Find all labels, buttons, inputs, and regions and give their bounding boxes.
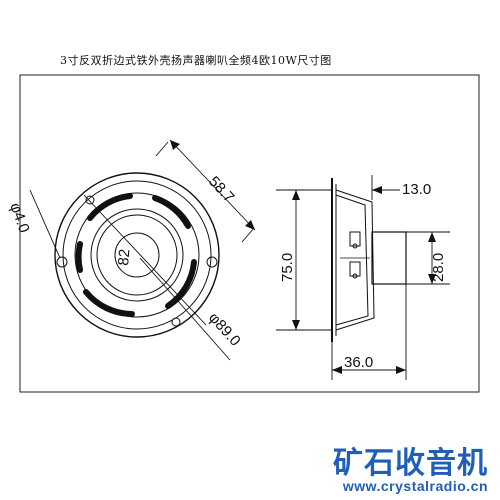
arrow-head [292,190,300,200]
ext-line [155,141,169,157]
arrow-head [245,220,255,230]
frame-slot [87,193,133,221]
dust-cap [114,232,160,278]
terminal [349,231,361,247]
ext-line [241,227,255,243]
arrow-head [332,366,342,374]
frame-ring [74,192,200,318]
arrow-head [170,140,180,150]
terminal [349,261,361,277]
mount-hole [206,256,218,268]
mount-hole [171,317,181,327]
terminal-rivet [352,273,358,279]
drawing-title: 3寸反双折边式铁外壳扬声器喇叭全频4欧10W尺寸图 [60,54,332,67]
frame-slot [83,289,135,317]
terminal-rivet [352,243,358,249]
arrow-head [372,186,382,194]
dim-total-depth: 36.0 [344,354,373,371]
magnet [371,231,407,285]
leader-line [29,189,61,259]
dim-depth-front: 13.0 [402,181,431,198]
drawing-frame [19,74,480,393]
dim-mount-hole: φ4.0 [6,201,32,236]
arrow-head [292,320,300,330]
watermark-brand: 矿石收音机 [333,446,488,481]
basket-profile [335,189,375,331]
dim-outer-diameter: φ89.0 [205,309,244,349]
dim-dust-cap: 82 [115,248,133,266]
frame-slot [152,195,191,229]
arrow-head [396,366,406,374]
dim-height: 75.0 [279,253,296,282]
arrow-head [428,232,436,242]
basket-profile [335,194,369,326]
leader-line [83,194,207,326]
rim-inner [62,180,212,330]
frame-slot [165,259,197,309]
arrow-head [428,274,436,284]
leader-line [139,257,231,361]
dim-line [169,139,256,231]
mount-hole [56,256,68,268]
side-view [276,175,450,380]
cone-inner [96,214,178,296]
front-view [29,139,256,361]
dim-arrows [170,140,436,374]
watermark-url: www.crystalradio.cn [342,478,488,494]
dim-hole-spacing: 58.7 [205,173,237,206]
frame-slot [75,241,83,273]
cone-outer [90,208,184,302]
outer-rim [54,172,220,338]
mount-hole [85,195,95,205]
dim-magnet: 28.0 [430,253,447,282]
